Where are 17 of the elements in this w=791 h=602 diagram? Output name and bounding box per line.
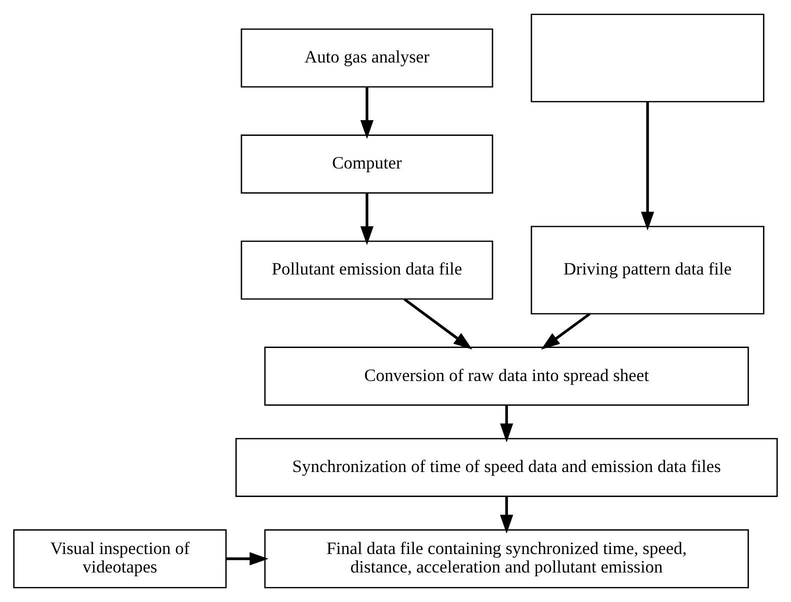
arrow: [404, 298, 472, 350]
arrow: [500, 405, 514, 442]
node-box: Conversion of raw data into spread sheet: [264, 346, 749, 406]
node-box: Auto gas analyser: [240, 28, 494, 88]
arrow: [541, 312, 591, 350]
node-box: Pollutant emission data file: [240, 240, 494, 300]
node-box: [530, 14, 764, 102]
node-box: Driving pattern data file: [530, 226, 764, 314]
node-box: Final data file containing synchronized time, speed, distance, acceleration and pollutant emission: [264, 529, 749, 588]
arrow: [500, 496, 514, 534]
arrow: [640, 102, 654, 231]
node-box: Visual inspection of videotapes: [13, 529, 227, 588]
arrow: [226, 552, 268, 566]
arrow: [360, 87, 374, 139]
node-box: Synchronization of time of speed data and emission data files: [235, 438, 778, 498]
node-box: Computer: [240, 134, 494, 194]
arrow: [360, 193, 374, 246]
